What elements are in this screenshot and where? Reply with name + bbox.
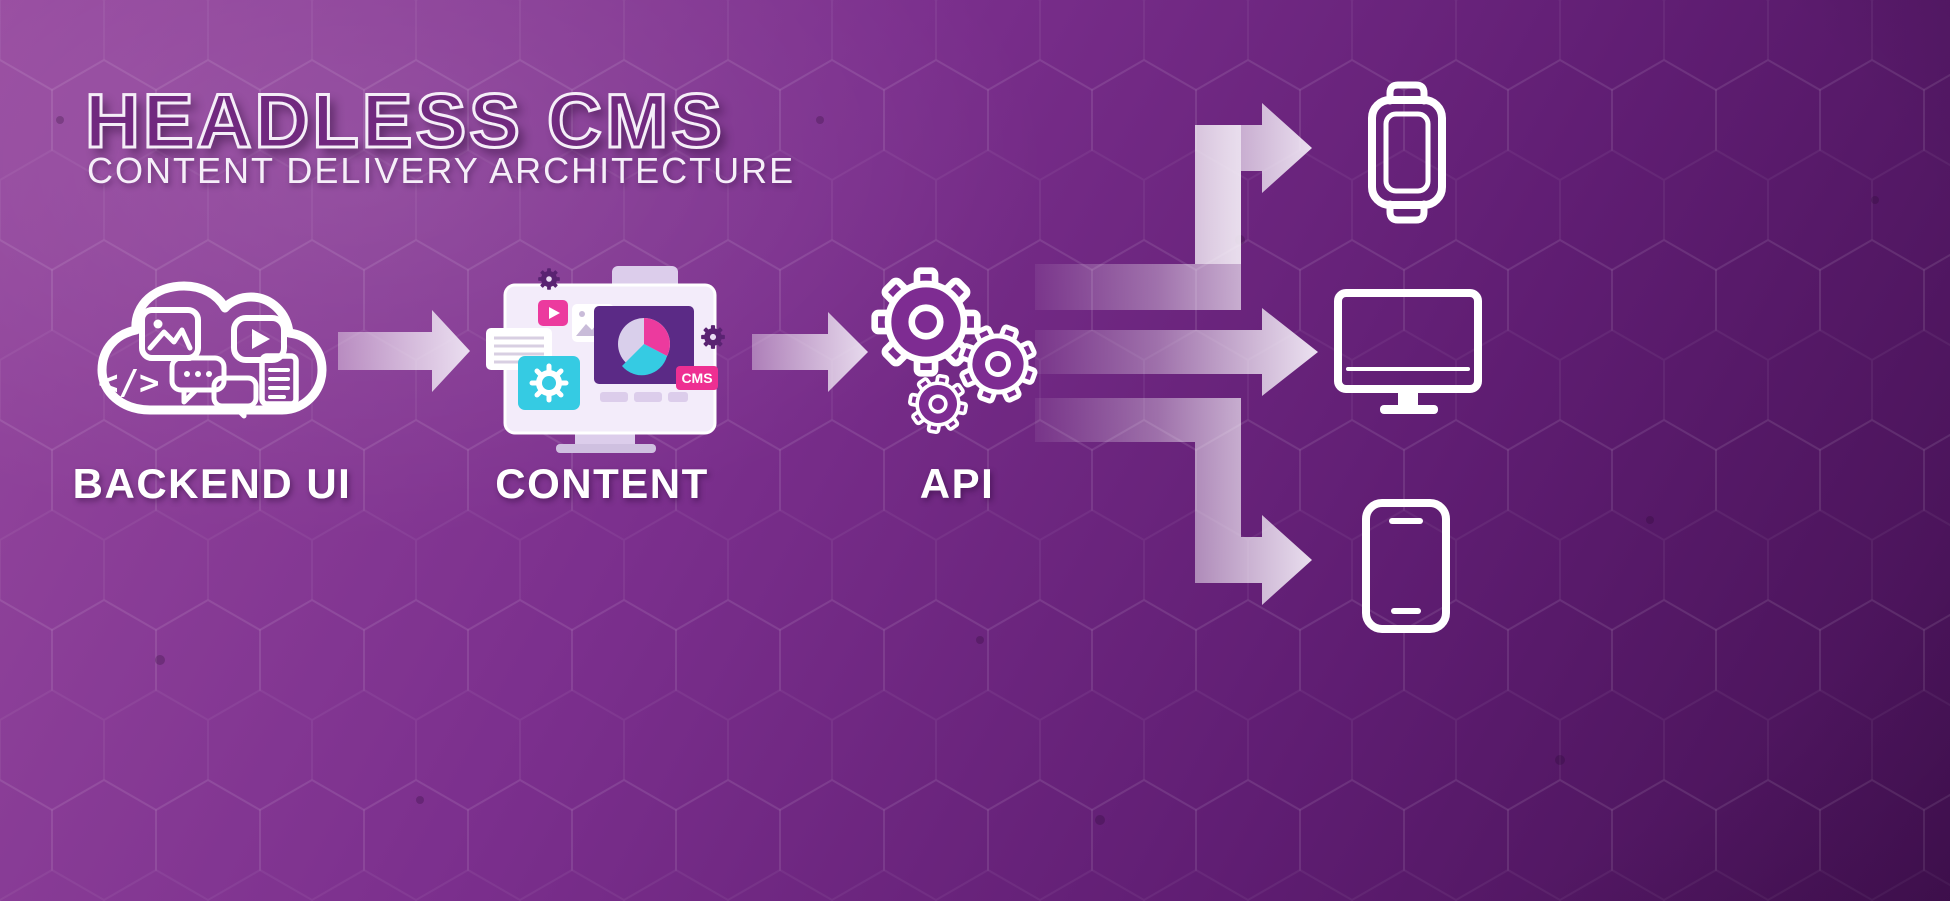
label-api: API <box>919 460 995 507</box>
page-subtitle: CONTENT DELIVERY ARCHITECTURE <box>87 150 796 191</box>
code-icon: </> <box>98 363 159 403</box>
cms-badge: CMS <box>676 366 718 390</box>
screen-stand-base <box>556 444 656 453</box>
small-gear-right-icon <box>701 325 725 349</box>
label-backend-ui: BACKEND UI <box>72 460 352 507</box>
arrow-elbow-patch <box>1195 125 1241 310</box>
cms-screen-icon: CMS <box>486 266 725 453</box>
content-list-bars <box>600 392 688 402</box>
label-content: CONTENT <box>495 460 709 507</box>
video-card-icon <box>538 300 568 326</box>
cms-badge-label: CMS <box>681 370 712 386</box>
small-gear-top-icon <box>538 268 560 290</box>
gear-card-icon <box>518 356 580 410</box>
